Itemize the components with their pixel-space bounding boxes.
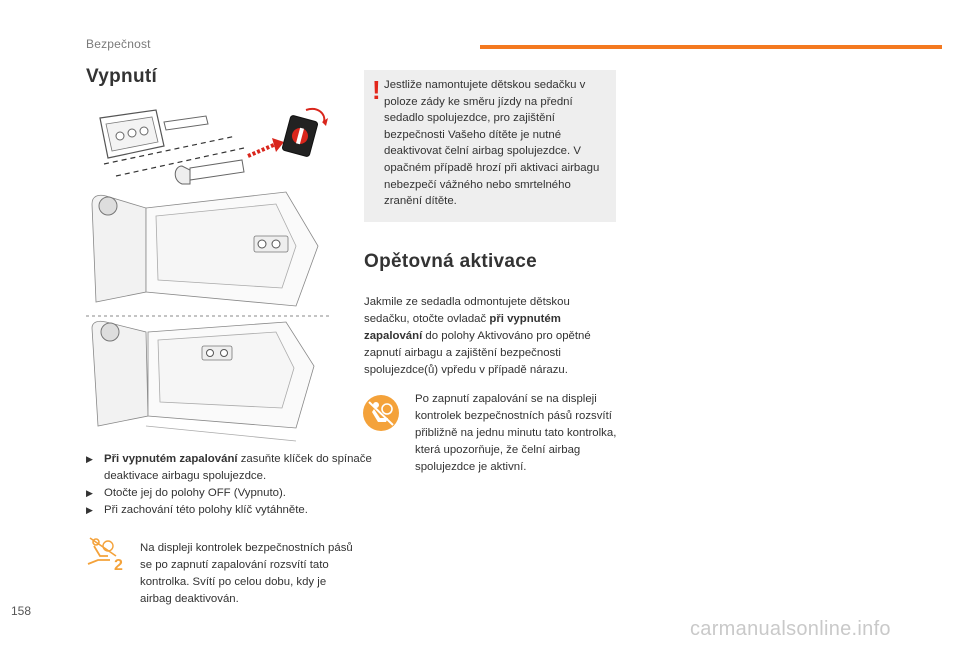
warning-text: Jestliže namontujete dětskou sedačku v p…: [384, 79, 600, 208]
bullet-icon: ▶: [86, 454, 93, 464]
key-icon: [99, 109, 209, 159]
airbag-switch-icon: [281, 115, 319, 157]
airbag-on-warning-icon: [363, 395, 399, 431]
step-text: Při zachování této polohy klíč vytáhněte…: [104, 504, 308, 516]
section-label: Bezpečnost: [86, 37, 151, 51]
bullet-icon: ▶: [86, 505, 93, 515]
airbag-switch-illustration: [86, 108, 332, 442]
watermark: carmanualsonline.info: [690, 618, 891, 640]
step-text: zasuňte klíček do spínače deaktivace air…: [104, 453, 372, 482]
reactivation-text-part1: Jakmile ze sedadla odmontujete dětskou s…: [364, 296, 570, 325]
reactivation-text-part2: do polohy Aktivováno pro opětné zapnutí …: [364, 330, 591, 376]
list-item: ▶ Otočte jej do polohy OFF (Vypnuto).: [86, 485, 376, 502]
list-item: ▶ Při zachování této polohy klíč vytáhnět…: [86, 502, 376, 519]
svg-text:2: 2: [114, 557, 123, 572]
warning-exclamation-icon: !: [372, 75, 381, 105]
heading-reactivation: Opětovná aktivace: [364, 251, 538, 272]
reactivation-text: Jakmile ze sedadla odmontujete dětskou s…: [364, 294, 616, 379]
airbag-off-warning-icon: 2: [87, 537, 123, 572]
heading-deactivation: Vypnutí: [86, 66, 158, 87]
steps-list: ▶ Při vypnutém zapalování zasuňte klíček …: [86, 451, 376, 519]
step-bold: Při vypnutém zapalování: [104, 453, 238, 465]
list-item: ▶ Při vypnutém zapalování zasuňte klíček …: [86, 451, 376, 485]
header-accent-bar: [480, 45, 942, 49]
page-number: 158: [11, 604, 32, 618]
step-text: Otočte jej do polohy OFF (Vypnuto).: [104, 487, 286, 499]
key-blade-icon: [174, 159, 245, 185]
lamp-off-text: Na displeji kontrolek bezpečnostních pás…: [140, 542, 353, 605]
lamp-on-text: Po zapnutí zapalování se na displeji kon…: [415, 393, 617, 473]
warning-box: [364, 70, 616, 222]
glovebox-panel-bottom: [91, 320, 315, 442]
bullet-icon: ▶: [86, 488, 93, 498]
glovebox-panel-top: [86, 191, 332, 317]
reactivation-text-bold: při vypnutém zapalování: [364, 313, 561, 342]
